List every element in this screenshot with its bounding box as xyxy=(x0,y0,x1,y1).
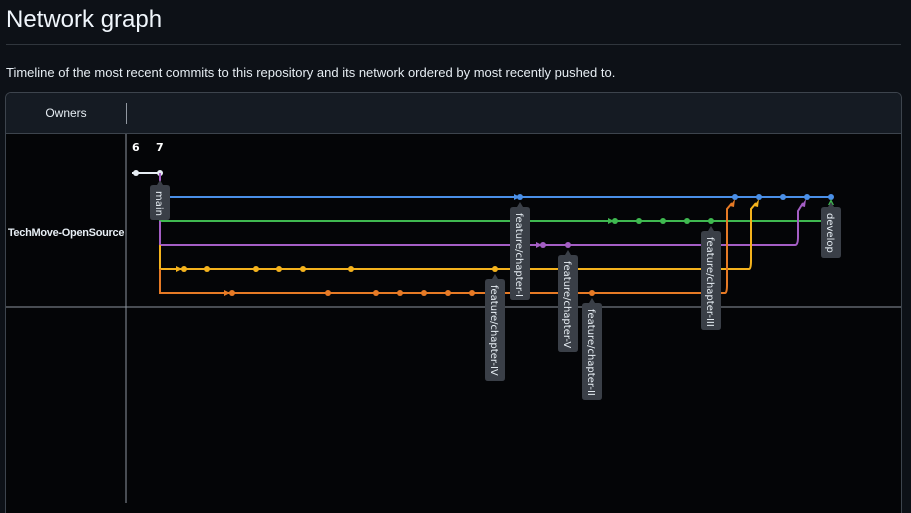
page-title: Network graph xyxy=(6,6,163,33)
commit-dot xyxy=(204,266,210,272)
svg-text:feature/chapter-III: feature/chapter-III xyxy=(704,237,715,327)
commit-dot xyxy=(828,194,834,200)
commit-dot xyxy=(397,290,403,296)
commit-dot xyxy=(421,290,427,296)
commit-dot xyxy=(276,266,282,272)
svg-text:feature/chapter-IV: feature/chapter-IV xyxy=(488,285,499,376)
branch-lane-orange[interactable] xyxy=(159,199,735,296)
branch-lane-yellow[interactable] xyxy=(159,199,759,272)
commit-dot xyxy=(229,290,235,296)
commit-dot xyxy=(660,218,666,224)
title-divider xyxy=(6,44,901,45)
branch-label-feature-chapter-IV[interactable]: feature/chapter-IV xyxy=(485,274,505,381)
svg-text:feature/chapter-I: feature/chapter-I xyxy=(513,213,524,297)
date-label: 7 xyxy=(156,141,164,154)
branch-label-develop[interactable]: develop xyxy=(821,202,841,258)
commit-dot xyxy=(517,194,523,200)
header-divider xyxy=(126,103,127,124)
commit-dot xyxy=(253,266,259,272)
graph-header: Owners xyxy=(6,93,901,134)
owner-name[interactable]: TechMove-OpenSource xyxy=(7,227,125,239)
commit-dot xyxy=(636,218,642,224)
commit-dot xyxy=(469,290,475,296)
commit-dot xyxy=(181,266,187,272)
commit-dot xyxy=(780,194,786,200)
commit-dot xyxy=(133,170,139,176)
commit-dot xyxy=(445,290,451,296)
commit-dot xyxy=(373,290,379,296)
page-description: Timeline of the most recent commits to t… xyxy=(6,65,616,80)
network-graph-canvas[interactable]: 6 7 xyxy=(6,93,901,503)
commit-dot xyxy=(732,194,738,200)
commit-dot xyxy=(348,266,354,272)
branch-label-feature-chapter-I[interactable]: feature/chapter-I xyxy=(510,202,530,300)
branch-lane-blue[interactable] xyxy=(159,183,834,200)
svg-text:main: main xyxy=(153,191,164,216)
commit-dot xyxy=(325,290,331,296)
date-label: 6 xyxy=(132,141,140,154)
svg-text:feature/chapter-V: feature/chapter-V xyxy=(561,261,572,348)
commit-dot xyxy=(300,266,306,272)
svg-text:develop: develop xyxy=(824,213,835,253)
svg-text:feature/chapter-II: feature/chapter-II xyxy=(585,309,596,396)
commit-dot xyxy=(612,218,618,224)
commit-dot xyxy=(684,218,690,224)
commit-dot xyxy=(756,194,762,200)
commit-dot xyxy=(540,242,546,248)
branch-label-feature-chapter-III[interactable]: feature/chapter-III xyxy=(701,226,721,330)
owners-column-header: Owners xyxy=(45,106,87,120)
commit-dot xyxy=(804,194,810,200)
branch-label-main[interactable]: main xyxy=(150,180,170,220)
network-graph-panel[interactable]: Owners TechMove-OpenSource 6 7 xyxy=(5,92,902,513)
branch-label-feature-chapter-II[interactable]: feature/chapter-II xyxy=(582,298,602,400)
branch-label-feature-chapter-V[interactable]: feature/chapter-V xyxy=(558,250,578,352)
